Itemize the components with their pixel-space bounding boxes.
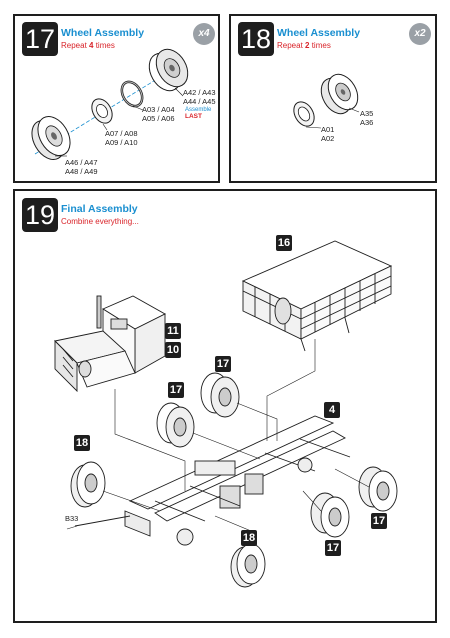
label-a44: A44 / A45: [183, 97, 216, 106]
tag-16: 16: [276, 235, 292, 251]
cargo-bed-icon: [241, 240, 393, 352]
tag-18-a: 18: [74, 435, 90, 451]
step-19-subtitle: Combine everything...: [61, 217, 139, 226]
label-a09: A09 / A10: [105, 138, 138, 147]
wheel-17-lower-middle-icon: [310, 492, 350, 538]
rim-ring-icon: [120, 80, 144, 108]
step-19-diagram: [54, 240, 398, 588]
label-a42: A42 / A43: [183, 88, 216, 97]
wheel-18-left-icon: [70, 461, 106, 508]
tag-17-b: 17: [168, 382, 184, 398]
tag-10: 10: [165, 342, 181, 358]
step-18-repeat-suffix: times: [309, 41, 331, 50]
step-17-multiplier-badge: x4: [193, 23, 215, 45]
label-a46: A46 / A47: [65, 158, 98, 167]
chassis-frame-icon: [74, 415, 351, 546]
label-a01: A01: [321, 125, 335, 134]
step-19-title: Final Assembly: [61, 203, 138, 215]
washer-icon-18: [293, 101, 315, 127]
step-18-repeat-prefix: Repeat: [277, 41, 306, 50]
tag-11: 11: [165, 323, 181, 339]
step-17-title: Wheel Assembly: [61, 27, 145, 39]
wheel-17-upper-left-icon: [156, 402, 195, 448]
tag-17-d: 17: [371, 513, 387, 529]
label-a02: A02: [321, 134, 335, 143]
wheel-17-upper-right-icon: [200, 372, 240, 418]
wheel-18-bottom-icon: [230, 543, 266, 588]
label-a07: A07 / A08: [105, 129, 138, 138]
tag-4: 4: [324, 402, 340, 418]
step-17-repeat-prefix: Repeat: [61, 41, 90, 50]
cab-icon: [54, 295, 166, 393]
wheel-icon: [320, 73, 359, 115]
label-a03: A03 / A04: [142, 105, 175, 114]
step-17-repeat-count: 4: [89, 41, 94, 50]
step-18-multiplier-badge: x2: [409, 23, 431, 45]
tag-18-b: 18: [241, 530, 257, 546]
step-17-number: 17: [22, 22, 58, 56]
step-18-repeat: Repeat 2 times: [277, 41, 331, 50]
step-18-title: Wheel Assembly: [277, 27, 361, 39]
wheel-17-lower-right-icon: [358, 466, 398, 512]
tire-front-icon: [31, 116, 71, 160]
label-a36: A36: [360, 118, 374, 127]
label-assemble: Assemble: [185, 107, 212, 113]
tag-17-a: 17: [215, 356, 231, 372]
label-a35: A35: [360, 109, 374, 118]
step-17-panel: 17 Wheel Assembly Repeat 4 times x4: [13, 14, 220, 183]
tire-rear-icon: [148, 48, 189, 92]
label-last: LAST: [185, 113, 202, 120]
step-18-diagram: [293, 73, 360, 129]
label-a48: A48 / A49: [65, 167, 98, 176]
tag-17-c: 17: [325, 540, 341, 556]
step-17-diagram: [31, 48, 189, 160]
step-19-number: 19: [22, 198, 58, 232]
step-18-panel: 18 Wheel Assembly Repeat 2 times x2 A35 …: [229, 14, 437, 183]
label-a05: A05 / A06: [142, 114, 175, 123]
step-17-repeat: Repeat 4 times: [61, 41, 115, 50]
step-18-number: 18: [238, 22, 274, 56]
label-b33: B33: [65, 514, 79, 523]
step-18-repeat-count: 2: [305, 41, 310, 50]
step-17-repeat-suffix: times: [93, 41, 115, 50]
step-19-panel: 19 Final Assembly Combine everything...: [13, 189, 437, 623]
washer-icon: [91, 98, 113, 124]
